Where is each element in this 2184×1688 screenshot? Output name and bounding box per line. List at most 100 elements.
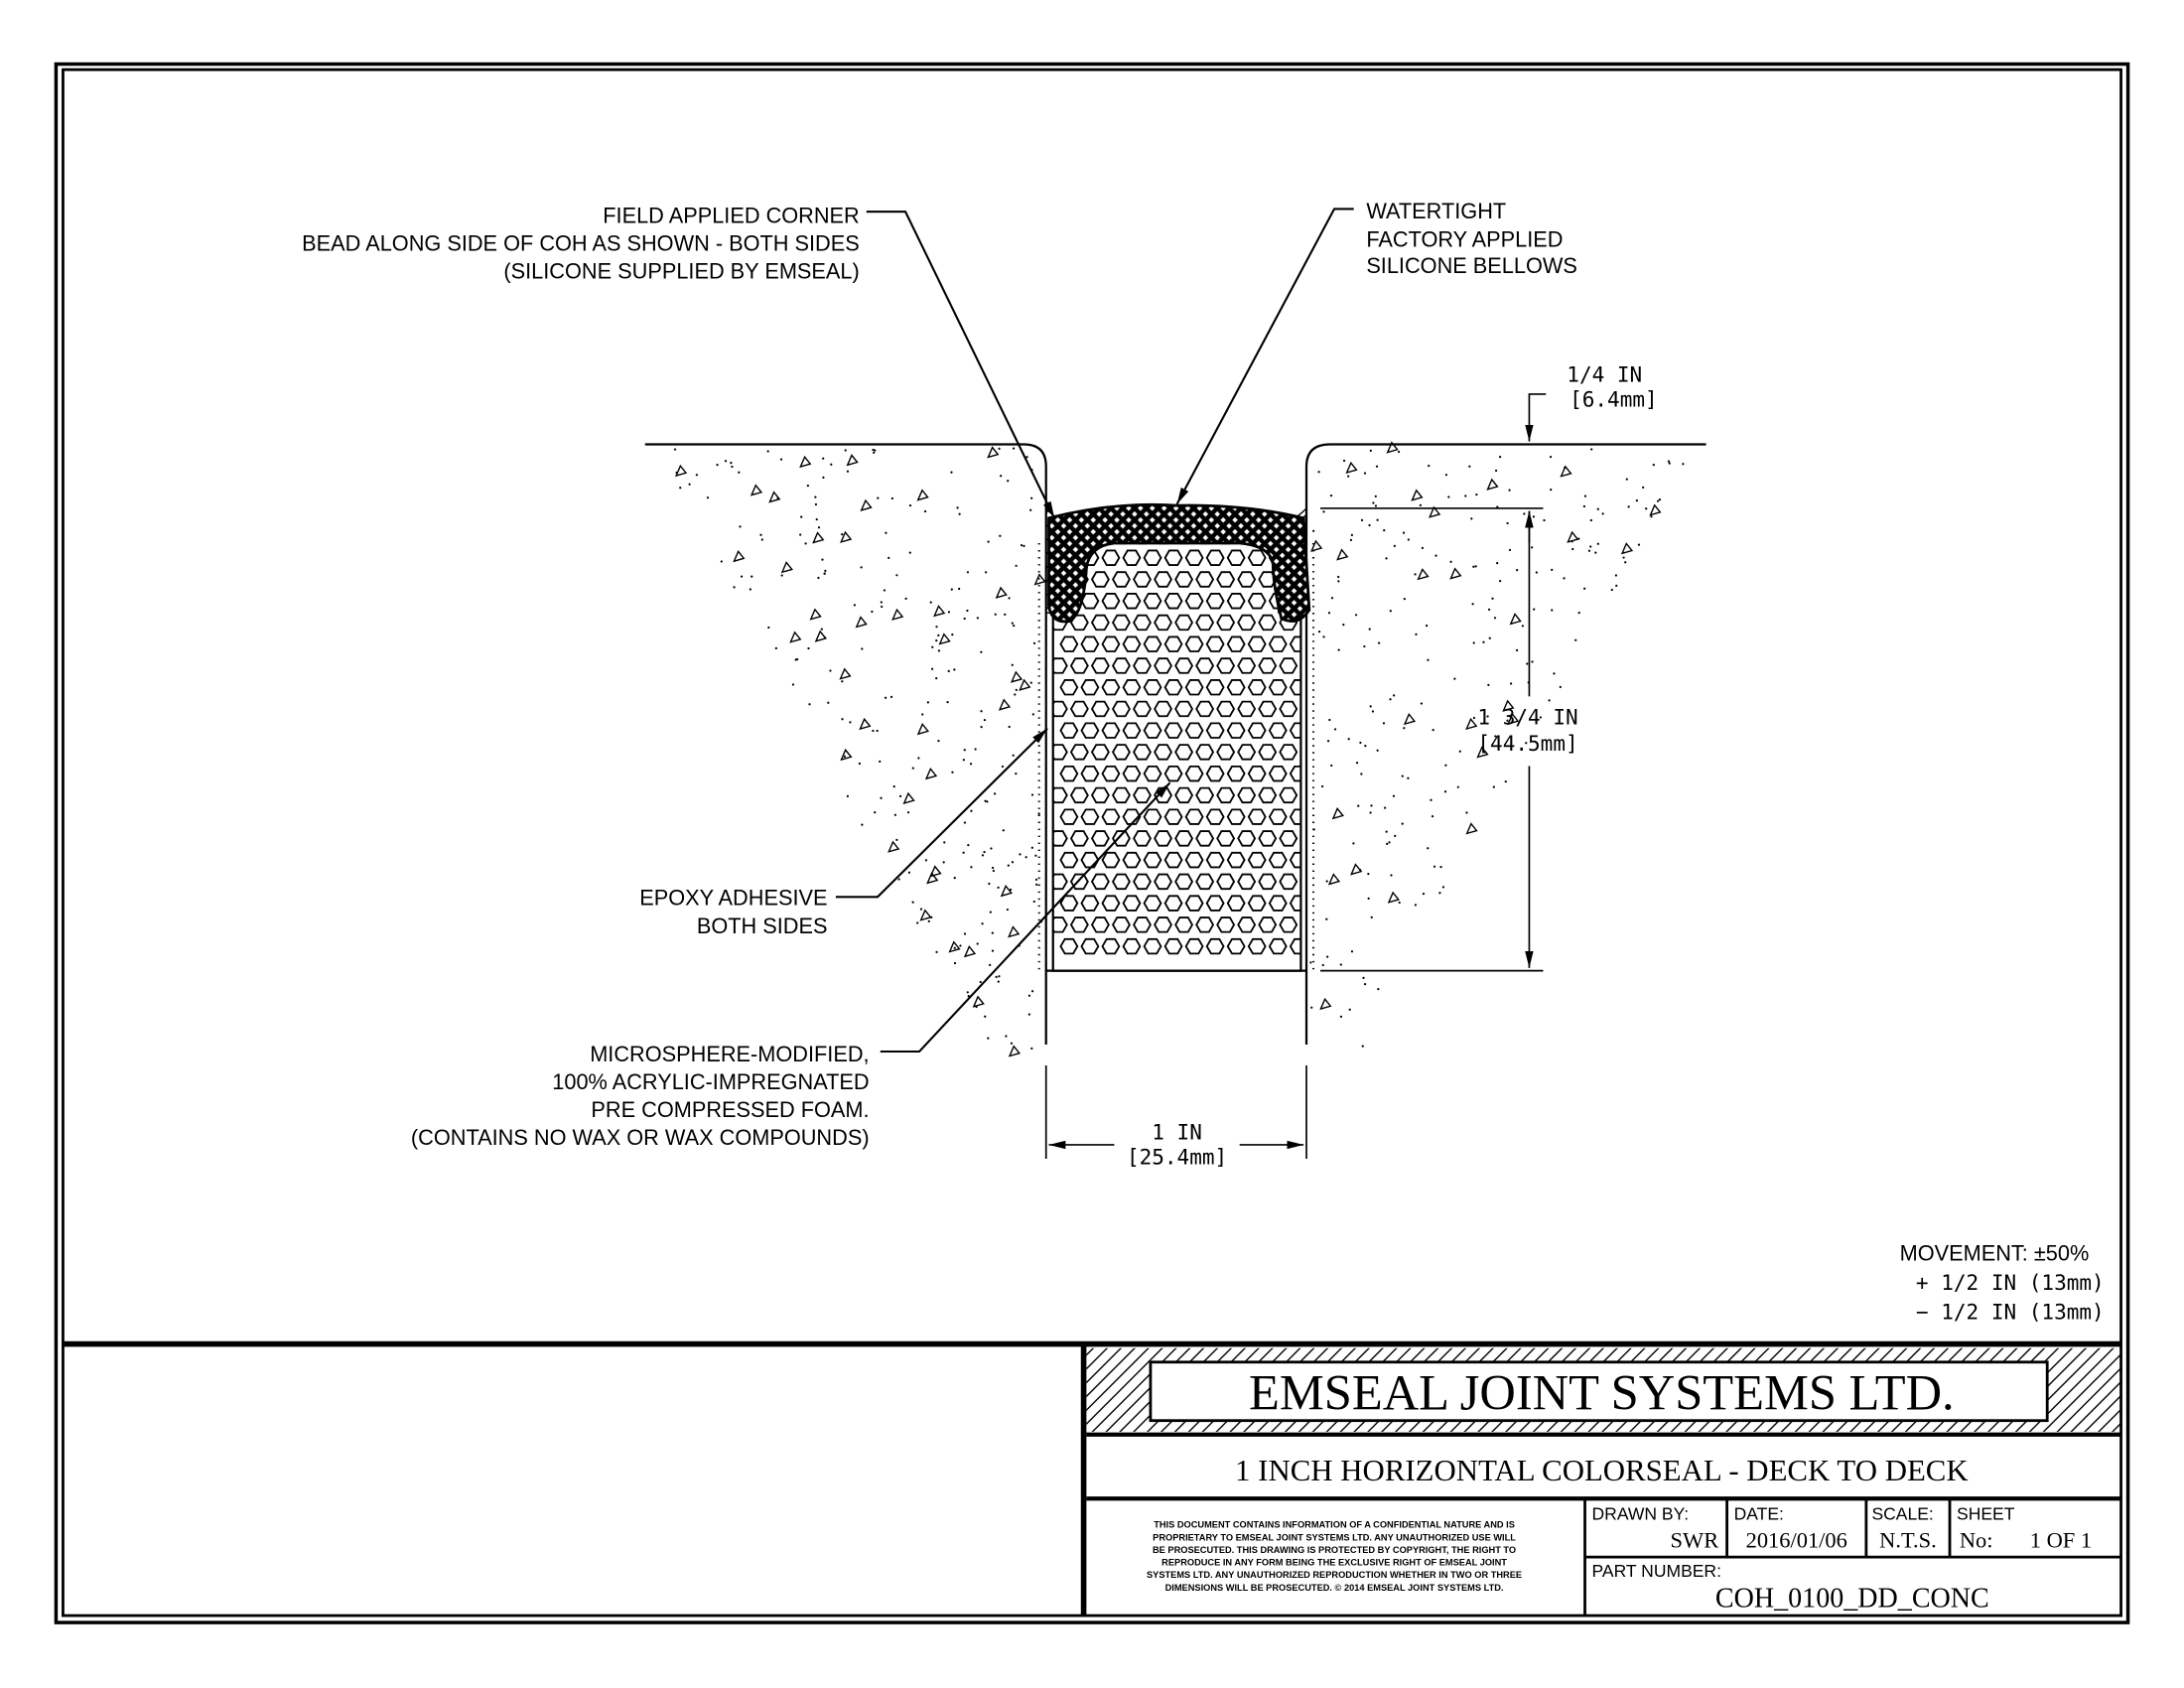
- aggregate-mark: [972, 995, 985, 1008]
- aggregate-dot: [853, 604, 857, 607]
- aggregate-dot: [1506, 719, 1509, 722]
- aggregate-dot: [969, 763, 973, 766]
- aggregate-mark: [929, 865, 942, 878]
- foam-cell: [1289, 851, 1301, 869]
- foam-cell: [1195, 873, 1215, 891]
- aggregate-dot: [876, 729, 879, 733]
- aggregate-mark: [846, 454, 859, 467]
- foam-cell: [1247, 593, 1267, 610]
- aggregate-dot: [993, 792, 997, 795]
- aggregate-dot: [1474, 565, 1477, 568]
- aggregate-dot: [1504, 780, 1507, 783]
- aggregate-dot: [1506, 521, 1509, 525]
- foam-cell: [1237, 657, 1257, 674]
- foam-cell: [1143, 851, 1162, 869]
- foam-cell: [1090, 830, 1110, 847]
- foam-cell: [1237, 830, 1257, 847]
- foam-cell: [1154, 830, 1173, 847]
- aggregate-dot: [1656, 499, 1660, 502]
- dimension-text: 1 3/4 IN: [1477, 704, 1577, 729]
- foam-cell: [1154, 614, 1173, 632]
- foam-cell: [1143, 593, 1162, 610]
- aggregate-dot: [880, 796, 883, 799]
- aggregate-dot: [1034, 878, 1038, 881]
- aggregate-dot: [1420, 702, 1423, 705]
- aggregate-dot: [1444, 764, 1447, 767]
- aggregate-mark: [963, 944, 977, 958]
- aggregate-dot: [1553, 672, 1556, 675]
- foam-cell: [1247, 895, 1267, 912]
- aggregate-dot: [774, 646, 777, 650]
- aggregate-dot: [1453, 677, 1456, 680]
- aggregate-dot: [931, 645, 934, 648]
- aggregate-dot: [1570, 540, 1573, 543]
- aggregate-dot: [989, 911, 992, 914]
- aggregate-dot: [740, 575, 744, 578]
- date-label: DATE:: [1734, 1503, 1784, 1523]
- foam-cell: [1311, 636, 1328, 651]
- foam-cell: [1237, 873, 1257, 891]
- foam-cell: [1247, 722, 1267, 739]
- aggregate-dot: [1015, 564, 1018, 567]
- foam-cell: [1101, 765, 1121, 782]
- aggregate-dot: [1013, 625, 1016, 628]
- aggregate-dot: [1472, 565, 1475, 568]
- aggregate-dot: [1349, 538, 1353, 542]
- foam-cell: [1332, 939, 1349, 954]
- aggregate-dot: [1397, 450, 1401, 454]
- aggregate-dot: [804, 542, 807, 545]
- foam-cell: [1279, 786, 1298, 804]
- foam-cell: [1059, 937, 1079, 955]
- foam-cell: [1268, 722, 1288, 739]
- aggregate-dot: [963, 821, 967, 824]
- aggregate-dot: [1359, 741, 1362, 745]
- aggregate-dot: [1563, 577, 1566, 580]
- aggregate-mark: [916, 723, 929, 736]
- foam-cell: [1069, 657, 1089, 674]
- aggregate-dot: [1342, 623, 1345, 627]
- aggregate-dot: [908, 551, 911, 554]
- disclaimer-line: REPRODUCE IN ANY FORM BEING THE EXCLUSIV…: [1161, 1558, 1507, 1568]
- foam-cell: [1247, 937, 1267, 955]
- foam-cell: [1069, 614, 1089, 632]
- aggregate-dot: [829, 669, 832, 672]
- foam-cell: [1195, 786, 1215, 804]
- aggregate-dot: [994, 613, 997, 616]
- aggregate-dot: [874, 811, 877, 814]
- aggregate-dot: [1389, 698, 1392, 701]
- aggregate-dot: [953, 668, 956, 671]
- aggregate-dot: [1370, 804, 1373, 807]
- aggregate-dot: [880, 601, 883, 604]
- aggregate-dot: [1369, 449, 1372, 453]
- aggregate-mark: [919, 909, 932, 921]
- aggregate-mark: [1008, 1045, 1022, 1057]
- aggregate-dot: [895, 838, 898, 841]
- aggregate-mark: [1620, 542, 1634, 555]
- aggregate-dot: [1322, 510, 1325, 513]
- aggregate-dot: [1471, 603, 1474, 606]
- aggregate-dot: [1486, 715, 1489, 718]
- aggregate-dot: [1360, 773, 1363, 775]
- aggregate-dot: [1012, 447, 1016, 450]
- foam-cell: [1080, 937, 1100, 955]
- aggregate-dot: [1008, 597, 1011, 600]
- aggregate-dot: [1487, 683, 1490, 687]
- foam-cell: [1133, 786, 1152, 804]
- aggregate-dot: [959, 944, 962, 947]
- foam-cell: [1321, 745, 1338, 760]
- foam-cell: [1321, 529, 1338, 544]
- aggregate-dot: [800, 515, 803, 518]
- foam-cell: [1080, 678, 1100, 696]
- foam-cell: [1321, 616, 1338, 631]
- aggregate-dot: [1363, 644, 1366, 648]
- aggregate-mark: [902, 791, 915, 805]
- foam-cell: [1216, 873, 1236, 891]
- aggregate-dot: [970, 809, 973, 812]
- aggregate-dot: [1361, 1045, 1364, 1048]
- disclaimer-line: DIMENSIONS WILL BE PROSECUTED. © 2014 EM…: [1165, 1583, 1504, 1593]
- foam-cell: [1080, 808, 1100, 825]
- aggregate-dot: [1367, 897, 1370, 901]
- disclaimer-line: PROPRIETARY TO EMSEAL JOINT SYSTEMS LTD.…: [1153, 1532, 1516, 1542]
- aggregate-dot: [1472, 641, 1475, 644]
- foam-cell: [1059, 851, 1079, 869]
